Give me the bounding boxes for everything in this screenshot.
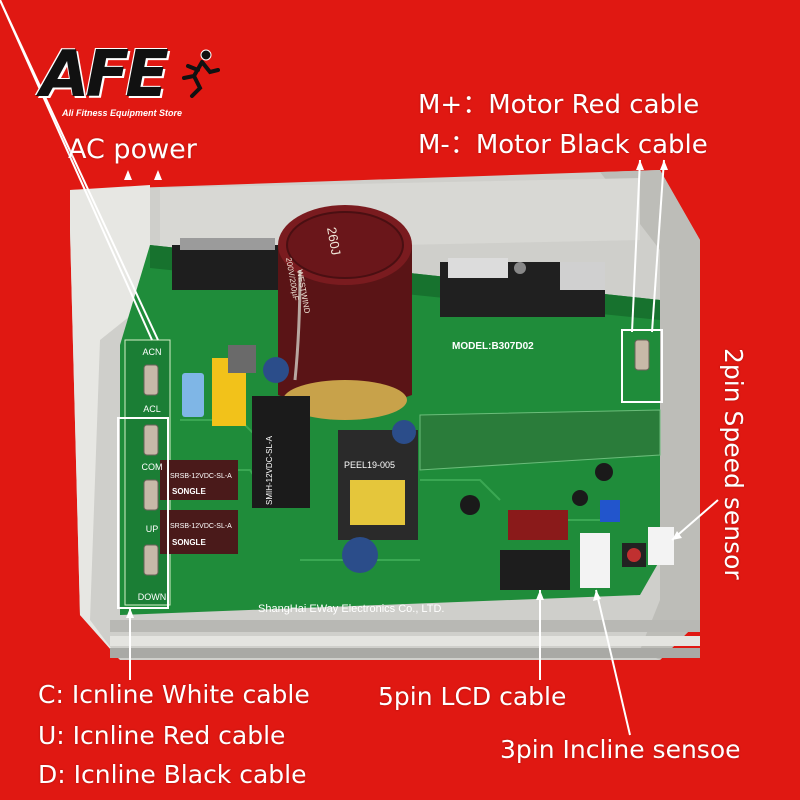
incline-white-label: C: Icnline White cable [38,680,310,709]
terminal-acl: ACL [143,404,161,414]
transformer-label: PEEL19-005 [344,460,395,470]
motor-terminal-box [621,329,663,403]
incline-sensor-label: 3pin Incline sensoe [500,735,741,764]
motor-leader-1 [631,159,641,333]
afe-logo: AFE Ali Fitness Equipment Store [40,38,220,120]
terminal-down: DOWN [138,592,167,602]
transformer: PEEL19-005 [338,430,418,540]
speed-sensor-label: 2pin Speed sensor [719,348,748,580]
logo-mark: AFE [40,38,169,112]
terminal-com: COM [142,462,163,472]
daughter-board [419,409,661,471]
relay-large-label: SMIH-12VDC-SL-A [265,435,274,505]
relay-large: SMIH-12VDC-SL-A [252,396,310,508]
relay-small-upper-brand: SONGLE [172,487,206,496]
incline-black-label: D: Icnline Black cable [38,760,307,789]
speed-sensor-leader [671,499,719,541]
relay-small-upper-label: SRSB-12VDC-SL-A [170,473,232,480]
terminal-acn: ACN [142,347,161,357]
relay-small-lower: SRSB-12VDC-SL-A SONGLE [160,510,238,554]
power-transistor-strip-left [172,245,282,290]
relay-small-lower-brand: SONGLE [172,538,206,547]
incline-terminal-box [117,417,169,609]
runner-icon [182,49,220,98]
relay-small-lower-label: SRSB-12VDC-SL-A [170,523,232,530]
main-capacitor [278,205,412,420]
capacitor-code: 260J [324,226,344,256]
ac-power-label: AC power [68,134,197,165]
film-capacitor [182,373,204,417]
lcd-cable-label: 5pin LCD cable [378,682,567,711]
relay-small-upper: SRSB-12VDC-SL-A SONGLE [160,460,238,500]
logo-subtitle: Ali Fitness Equipment Store [62,108,183,118]
model-label: MODEL:B307D02 [452,341,534,352]
incline-sensor-leader [595,589,631,736]
incline-red-label: U: Icnline Red cable [38,721,286,750]
motor-minus-label: M-：Motor Black cable [418,130,708,160]
speed-sensor-connector [648,527,674,565]
motor-plus-label: M+：Motor Red cable [418,90,700,120]
lcd-connector [500,550,570,590]
incline-sensor-connector [580,533,610,588]
maker-text: ShangHai EWay Electronics Co., LTD. [258,603,444,615]
motor-leader-2 [651,159,665,333]
terminal-up: UP [146,524,159,534]
ac-leader-2 [0,0,159,341]
